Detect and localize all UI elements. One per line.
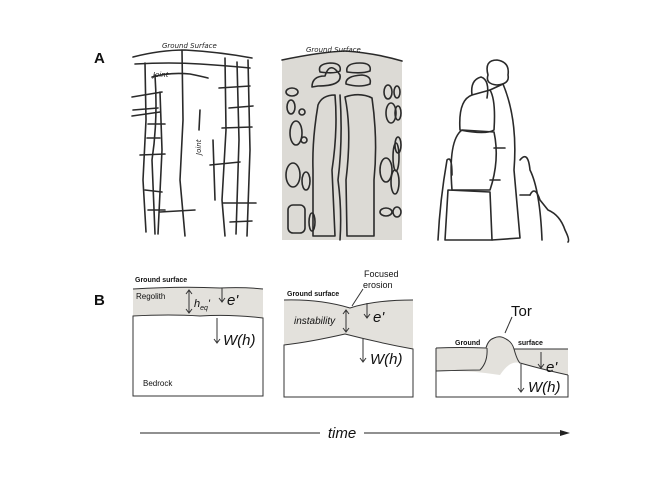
focused-erosion-label-line1: Focused — [364, 269, 399, 279]
ground-surface-label-b2: Ground surface — [287, 291, 339, 298]
ground-surface-label-a1: Ground Surface — [162, 42, 217, 50]
sketch-a2-weathered-joints: Ground Surface — [281, 46, 403, 241]
weathering-label-b3: W(h) — [528, 379, 561, 396]
instability-label: instability — [294, 316, 336, 327]
panel-label-b: B — [94, 292, 105, 309]
ground-label-b3: Ground — [455, 340, 480, 347]
sketch-b2-instability: Ground surface Focused erosion instabili… — [283, 269, 414, 398]
sketch-b3-tor: Tor Ground surface e' W(h) — [435, 303, 569, 398]
weathering-label-b1: W(h) — [223, 332, 256, 349]
weathering-label-b2: W(h) — [370, 351, 403, 368]
focused-erosion-label-line2: erosion — [363, 280, 393, 290]
bedrock-label: Bedrock — [143, 379, 173, 388]
h-eq-label: heq' — [194, 298, 211, 312]
ground-surface-label-a2: Ground Surface — [306, 46, 361, 54]
arrow-head-icon — [560, 430, 570, 436]
sketch-a1-jointed-bedrock: Ground Surface Joint Joint — [131, 42, 257, 237]
time-label: time — [328, 425, 356, 442]
joint-label-vertical: Joint — [195, 139, 203, 157]
sketch-a3-exposed-tor — [437, 59, 570, 243]
joint-label-horizontal: Joint — [151, 71, 169, 79]
e-prime-label-b1: e' — [227, 292, 239, 309]
sketch-b1-equilibrium: Ground surface Regolith heq' e' W(h) Bed… — [132, 277, 264, 397]
regolith-label: Regolith — [136, 292, 165, 301]
surface-label-b3: surface — [518, 340, 543, 347]
tor-label: Tor — [511, 303, 532, 320]
time-axis: time — [140, 425, 570, 442]
e-prime-label-b3: e' — [546, 359, 558, 376]
ground-surface-label-b1: Ground surface — [135, 277, 187, 284]
panel-label-a: A — [94, 50, 105, 67]
e-prime-label-b2: e' — [373, 309, 385, 326]
